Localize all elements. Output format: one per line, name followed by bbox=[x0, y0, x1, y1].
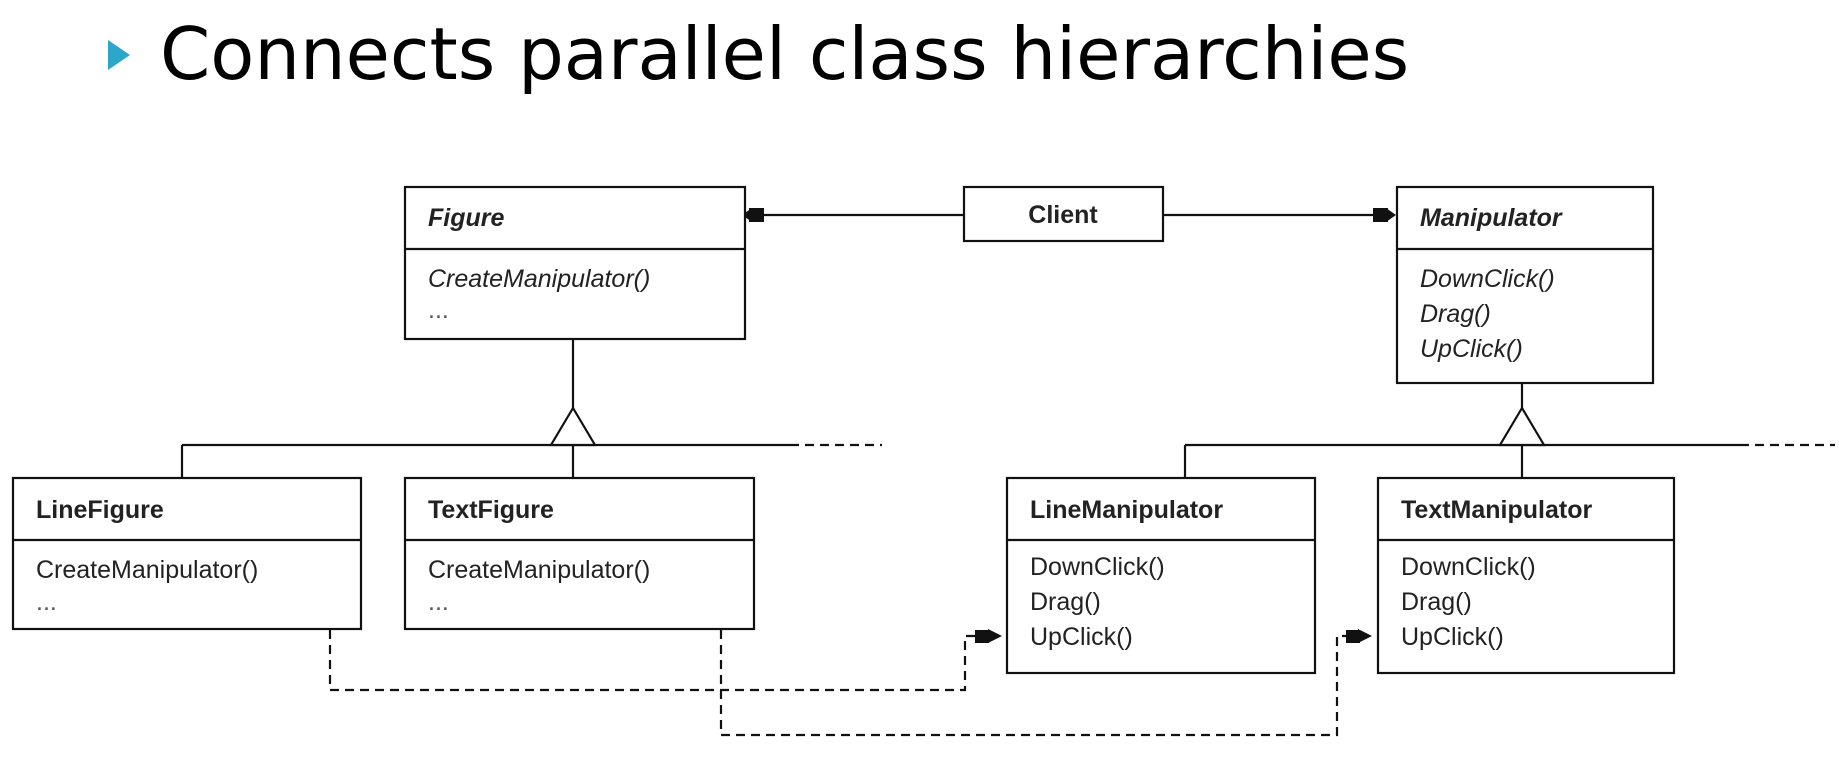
figure-class-box: Figure CreateManipulator() ... bbox=[403, 185, 747, 341]
textfigure-op-1: CreateManipulator() bbox=[428, 556, 650, 584]
figure-generalization-triangle-icon bbox=[549, 405, 597, 447]
figure-op-1: CreateManipulator() bbox=[428, 265, 650, 293]
linemanipulator-class-box: LineManipulator DownClick() Drag() UpCli… bbox=[1005, 476, 1317, 675]
linemanipulator-op-3: UpClick() bbox=[1030, 623, 1133, 651]
manipulator-generalization-triangle-icon bbox=[1498, 405, 1546, 447]
figure-association-end-icon bbox=[749, 208, 764, 222]
linemanipulator-link-arrow-icon bbox=[988, 629, 1002, 643]
textfigure-creates-textmanipulator bbox=[719, 630, 1346, 737]
figure-class-name: Figure bbox=[428, 204, 504, 232]
textmanipulator-op-3: UpClick() bbox=[1401, 623, 1504, 651]
textmanipulator-link-end-icon bbox=[1346, 630, 1360, 643]
textmanipulator-op-2: Drag() bbox=[1401, 588, 1472, 616]
textmanipulator-class-name: TextManipulator bbox=[1401, 496, 1592, 524]
linemanipulator-op-1: DownClick() bbox=[1030, 553, 1165, 581]
linefigure-creates-linemanipulator bbox=[328, 630, 975, 692]
manipulator-association-arrow-icon bbox=[1386, 208, 1396, 222]
manipulator-op-3: UpClick() bbox=[1420, 335, 1523, 363]
linefigure-class-name: LineFigure bbox=[36, 496, 164, 524]
linefigure-op-1: CreateManipulator() bbox=[36, 556, 258, 584]
slide-heading: Connects parallel class hierarchies bbox=[160, 12, 1410, 96]
textfigure-class-box: TextFigure CreateManipulator() ... bbox=[403, 476, 756, 631]
textfigure-op-2: ... bbox=[428, 588, 449, 616]
textmanipulator-class-box: TextManipulator DownClick() Drag() UpCli… bbox=[1376, 476, 1676, 675]
linemanipulator-op-2: Drag() bbox=[1030, 588, 1101, 616]
figure-op-2: ... bbox=[428, 296, 449, 324]
manipulator-op-1: DownClick() bbox=[1420, 265, 1555, 293]
linefigure-class-box: LineFigure CreateManipulator() ... bbox=[11, 476, 363, 631]
bullet-arrow-icon bbox=[108, 40, 130, 70]
client-class-box: Client bbox=[962, 185, 1165, 243]
client-class-name: Client bbox=[1028, 201, 1098, 229]
linefigure-op-2: ... bbox=[36, 588, 57, 616]
manipulator-op-2: Drag() bbox=[1420, 300, 1491, 328]
manipulator-class-box: Manipulator DownClick() Drag() UpClick() bbox=[1395, 185, 1655, 385]
figure-association-arrow-icon bbox=[742, 208, 752, 222]
linemanipulator-link-end-icon bbox=[975, 630, 989, 643]
linemanipulator-class-name: LineManipulator bbox=[1030, 496, 1223, 524]
manipulator-association-end-icon bbox=[1373, 208, 1388, 222]
textmanipulator-link-arrow-icon bbox=[1358, 629, 1372, 643]
textfigure-class-name: TextFigure bbox=[428, 496, 554, 524]
manipulator-class-name: Manipulator bbox=[1420, 204, 1563, 232]
textmanipulator-op-1: DownClick() bbox=[1401, 553, 1536, 581]
